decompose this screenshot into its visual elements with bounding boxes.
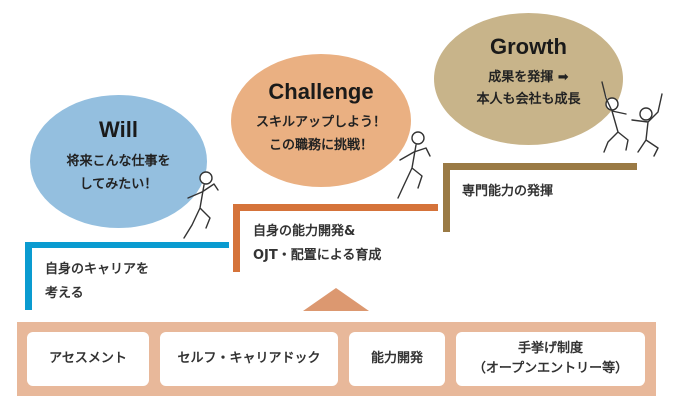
step-1-text: 自身のキャリアを 考える (45, 258, 149, 306)
program-label: 能力開発 (370, 351, 423, 366)
step-1-top (25, 242, 229, 248)
program-self-career-dock: セルフ・キャリアドック (160, 332, 338, 386)
program-assessment: アセスメント (27, 332, 149, 386)
challenge-line-2: この職務に挑戦！ (268, 138, 373, 153)
step-2-riser (233, 204, 240, 272)
will-title: Will (99, 117, 138, 142)
step-2-line-1: 自身の能力開発& (253, 224, 356, 239)
program-sublabel: （オープンエントリー等） (472, 361, 629, 376)
step-2-text: 自身の能力開発& OJT・配置による育成 (253, 220, 381, 268)
step-2-top (233, 204, 438, 211)
cheering-figures-icon (601, 81, 663, 157)
program-skill-development: 能力開発 (349, 332, 445, 386)
program-label: 手挙げ制度 (517, 341, 583, 356)
runner-figure-icon (183, 171, 219, 239)
challenge-circle: Challenge スキルアップしよう！ この職務に挑戦！ (231, 54, 411, 187)
challenge-title: Challenge (268, 79, 374, 104)
growth-line-2: 本人も会社も成長 (476, 92, 581, 107)
will-circle: Will 将来こんな仕事を してみたい！ (30, 95, 207, 228)
growth-line-1: 成果を発揮 ➡ (488, 70, 569, 85)
challenge-line-1: スキルアップしよう！ (255, 115, 386, 130)
step-3-text: 専門能力の発揮 (462, 180, 553, 204)
will-line-1: 将来こんな仕事を (66, 154, 171, 169)
step-3-line-1: 専門能力の発揮 (462, 184, 554, 199)
growth-circle: Growth 成果を発揮 ➡ 本人も会社も成長 (434, 13, 623, 145)
climber-figure-icon (397, 131, 431, 199)
up-arrow-triangle (303, 288, 369, 311)
growth-title: Growth (490, 34, 567, 59)
program-label: セルフ・キャリアドック (177, 351, 321, 366)
step-1-line-1: 自身のキャリアを (45, 262, 150, 277)
step-3-riser (443, 163, 450, 232)
program-open-entry: 手挙げ制度 （オープンエントリー等） (456, 332, 645, 386)
step-2-line-2: OJT・配置による育成 (253, 248, 382, 263)
step-3-top (443, 163, 637, 170)
will-line-2: してみたい！ (79, 177, 158, 192)
step-1-line-2: 考える (45, 286, 84, 301)
step-1-riser (25, 242, 32, 310)
program-label: アセスメント (49, 351, 127, 366)
